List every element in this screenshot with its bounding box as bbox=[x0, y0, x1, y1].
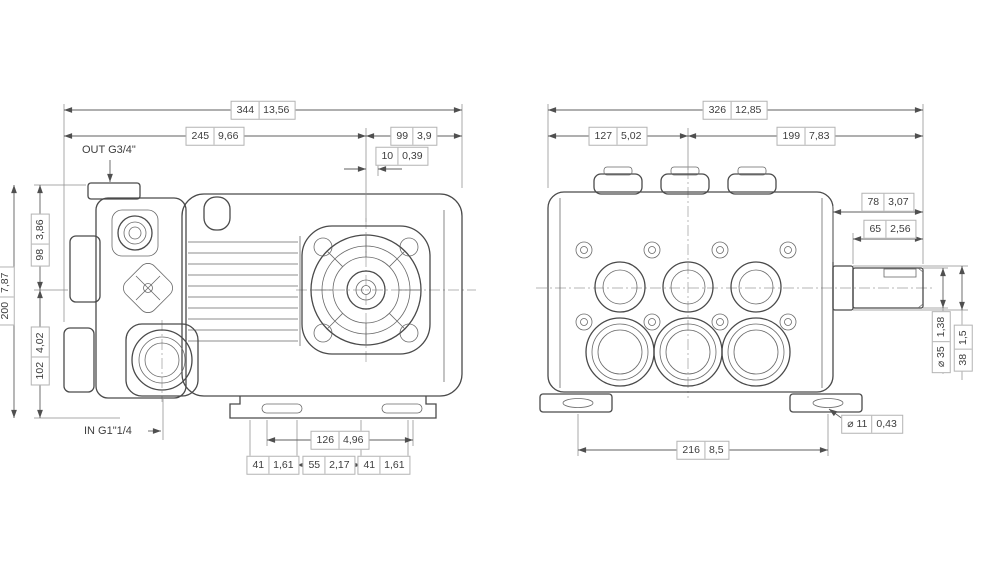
mm-value: 127 bbox=[590, 127, 618, 145]
left-dim-front-section: 245 9,66 bbox=[185, 126, 245, 146]
left-dim-foot-right: 41 1,61 bbox=[357, 455, 411, 475]
inch-value: 13,56 bbox=[263, 103, 290, 116]
inch-value: 3,9 bbox=[417, 129, 432, 142]
right-dim-mount-hole-span: 216 8,5 bbox=[676, 440, 730, 460]
right-dim-left-section: 127 5,02 bbox=[588, 126, 648, 146]
left-dim-upper-height: 98 3,86 bbox=[30, 213, 50, 267]
mm-value: 216 bbox=[677, 441, 705, 459]
inch-value: 2,17 bbox=[329, 458, 350, 471]
inch-value: 1,61 bbox=[273, 458, 294, 471]
mm-value: 38 bbox=[954, 348, 972, 371]
mm-value: ⌀ 11 bbox=[842, 415, 873, 433]
inch-value: 4,96 bbox=[343, 433, 364, 446]
mm-value: 245 bbox=[187, 127, 215, 145]
left-dim-shaft-offset: 10 0,39 bbox=[375, 146, 429, 166]
right-dim-shaft-shoulder: 38 1,5 bbox=[953, 324, 973, 372]
left-dim-foot-left: 41 1,61 bbox=[246, 455, 300, 475]
mm-value: 99 bbox=[391, 127, 414, 145]
inch-value: 3,86 bbox=[33, 219, 46, 240]
left-dim-rear-section: 99 3,9 bbox=[390, 126, 438, 146]
in-port-label: IN G1"1/4 bbox=[84, 425, 132, 437]
right-dim-shaft-length: 78 3,07 bbox=[861, 192, 915, 212]
inch-value: 1,5 bbox=[956, 330, 969, 345]
right-dim-shaft-end-length: 65 2,56 bbox=[863, 219, 917, 239]
mm-value: 326 bbox=[704, 101, 732, 119]
inch-value: 0,39 bbox=[402, 149, 423, 162]
mm-value: 199 bbox=[778, 127, 806, 145]
left-dim-lower-height: 102 4,02 bbox=[30, 326, 50, 386]
right-dim-overall-width: 326 12,85 bbox=[702, 100, 768, 120]
pump-front-view bbox=[536, 166, 932, 413]
mm-value: 200 bbox=[0, 296, 14, 325]
inch-value: 5,02 bbox=[621, 129, 642, 142]
out-port-label: OUT G3/4" bbox=[82, 144, 136, 156]
mm-value: 65 bbox=[864, 220, 887, 238]
mm-value: 55 bbox=[303, 456, 326, 474]
right-dim-right-section: 199 7,83 bbox=[776, 126, 836, 146]
inch-value: 1,61 bbox=[384, 458, 405, 471]
mm-value: 126 bbox=[312, 431, 340, 449]
right-dim-mount-hole-diameter: ⌀ 11 0,43 bbox=[841, 414, 903, 434]
inch-value: 12,85 bbox=[735, 103, 762, 116]
left-dim-total-height: 200 7,87 bbox=[0, 266, 15, 326]
left-dim-overall-width: 344 13,56 bbox=[230, 100, 296, 120]
inch-value: 8,5 bbox=[708, 443, 724, 456]
mm-value: 98 bbox=[31, 243, 49, 266]
mm-value: 10 bbox=[376, 147, 399, 165]
inch-value: 7,83 bbox=[809, 129, 830, 142]
inch-value: 0,43 bbox=[876, 417, 897, 430]
inch-value: 4,02 bbox=[33, 332, 46, 353]
inch-value: 1,38 bbox=[934, 316, 947, 338]
mm-value: 344 bbox=[232, 101, 260, 119]
inch-value: 3,07 bbox=[888, 195, 909, 208]
mm-value: 102 bbox=[31, 356, 49, 385]
pump-side-view bbox=[63, 182, 476, 419]
inch-value: 2,56 bbox=[890, 222, 911, 235]
right-view-dimension-lines bbox=[547, 104, 968, 456]
inch-value: 9,66 bbox=[218, 129, 239, 142]
left-dim-base-span: 126 4,96 bbox=[310, 430, 370, 450]
inch-value: 7,87 bbox=[0, 272, 11, 293]
mm-value: 41 bbox=[247, 456, 270, 474]
mm-value: ⌀ 35 bbox=[932, 341, 950, 373]
mm-value: 41 bbox=[358, 456, 381, 474]
right-dim-shaft-diameter: ⌀ 35 1,38 bbox=[931, 310, 951, 374]
left-dim-foot-center: 55 2,17 bbox=[302, 455, 356, 475]
mm-value: 78 bbox=[862, 193, 885, 211]
